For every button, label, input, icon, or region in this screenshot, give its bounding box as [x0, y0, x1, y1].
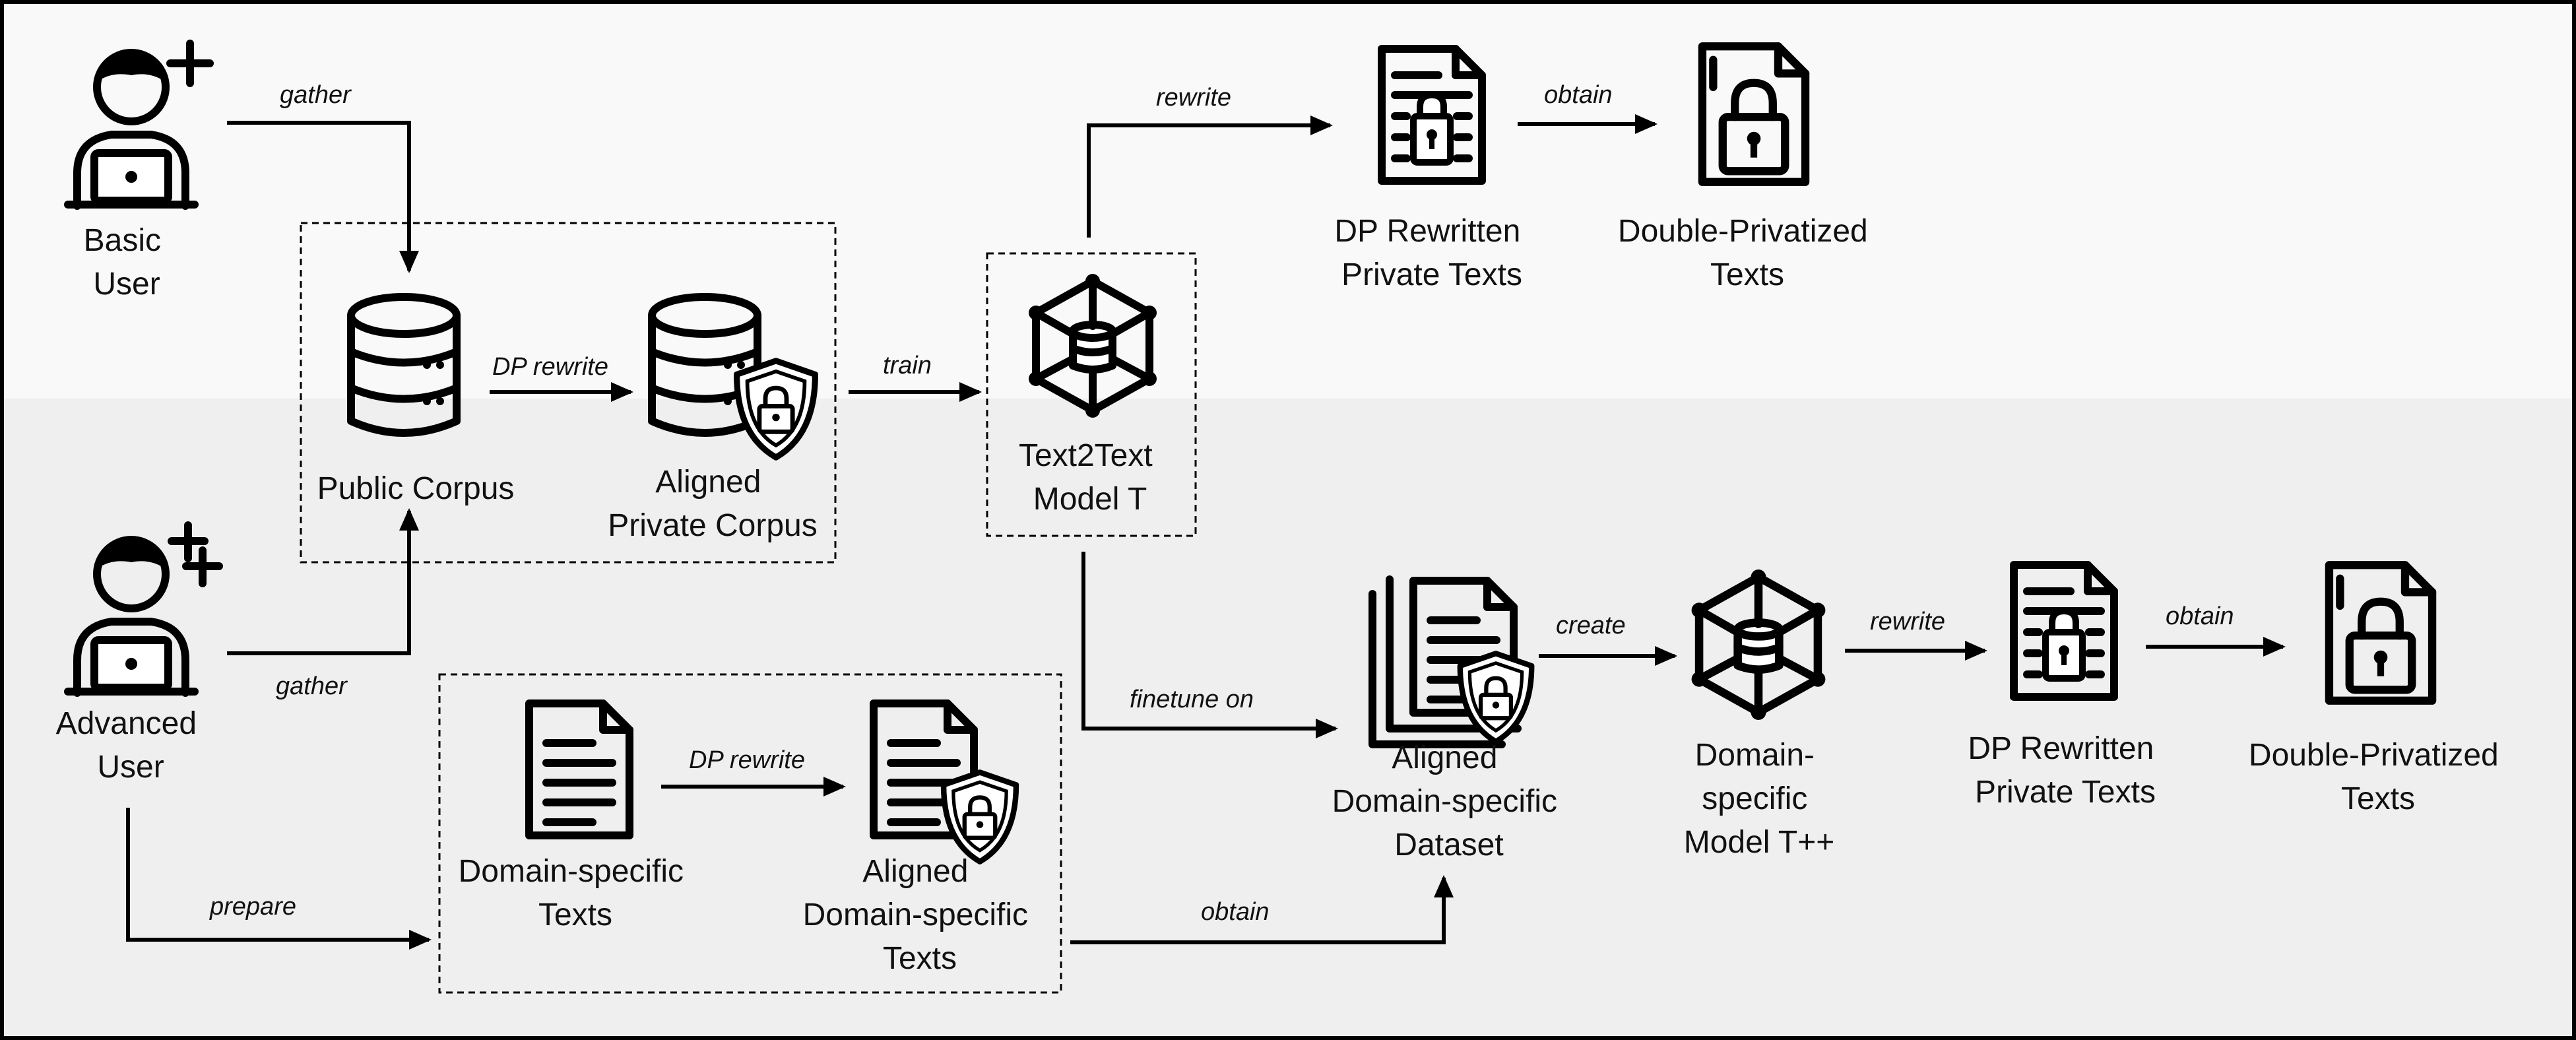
edge-rewrite-top [1087, 115, 1333, 238]
edge-label-gather-advanced: gather [276, 672, 348, 700]
edge-label-obtain-bottom: obtain [2166, 602, 2234, 630]
double-privatized-bottom-label: Double-Privatized Texts [2249, 738, 2507, 816]
edge-label-dp-rewrite-corpus: DP rewrite [492, 353, 608, 381]
aligned-domain-dataset-icon [1368, 575, 1531, 748]
edge-label-train: train [883, 352, 932, 379]
advanced-user-label: Advanced User [56, 706, 206, 785]
model-t-group-box [986, 252, 1197, 537]
edge-label-rewrite-top: rewrite [1156, 84, 1231, 112]
domain-texts-group-box [438, 673, 1062, 994]
dp-rewritten-top-label: DP Rewritten Private Texts [1334, 214, 1529, 292]
edge-label-prepare: prepare [209, 893, 296, 921]
edge-label-gather-basic: gather [280, 81, 352, 109]
text2text-model-label: Text2Text Model T [1019, 438, 1161, 517]
basic-user-label: Basic User [84, 223, 170, 302]
aligned-private-corpus-label: Aligned Private Corpus [608, 465, 817, 543]
edge-label-dp-rewrite-domain: DP rewrite [689, 746, 805, 774]
edge-gather-advanced [227, 508, 419, 655]
basic-user-icon [68, 40, 214, 206]
edge-label-obtain-top: obtain [1544, 81, 1613, 109]
domain-model-label: Domain- specific Model T++ [1684, 738, 1835, 860]
double-privatized-top-label: Double-Privatized Texts [1618, 214, 1877, 292]
dp-rewritten-bottom-label: DP Rewritten Private Texts [1968, 731, 2162, 810]
edge-label-create: create [1556, 612, 1626, 639]
edge-label-obtain-domain: obtain [1201, 898, 1270, 926]
aligned-domain-dataset-label: Aligned Domain-specific Dataset [1332, 740, 1566, 862]
edge-gather-basic [227, 121, 419, 273]
edge-obtain-domain [1070, 875, 1454, 944]
edge-finetune-on [1081, 552, 1338, 738]
domain-specific-texts-label: Domain-specific Texts [459, 854, 693, 932]
aligned-domain-texts-label: Aligned Domain-specific Texts [803, 854, 1037, 976]
public-corpus-label: Public Corpus [317, 471, 515, 506]
edge-label-finetune-on: finetune on [1130, 686, 1254, 713]
edge-label-rewrite-bottom: rewrite [1870, 608, 1945, 635]
edge-prepare [126, 808, 432, 950]
advanced-user-icon [68, 521, 223, 693]
top-band [0, 0, 2576, 399]
